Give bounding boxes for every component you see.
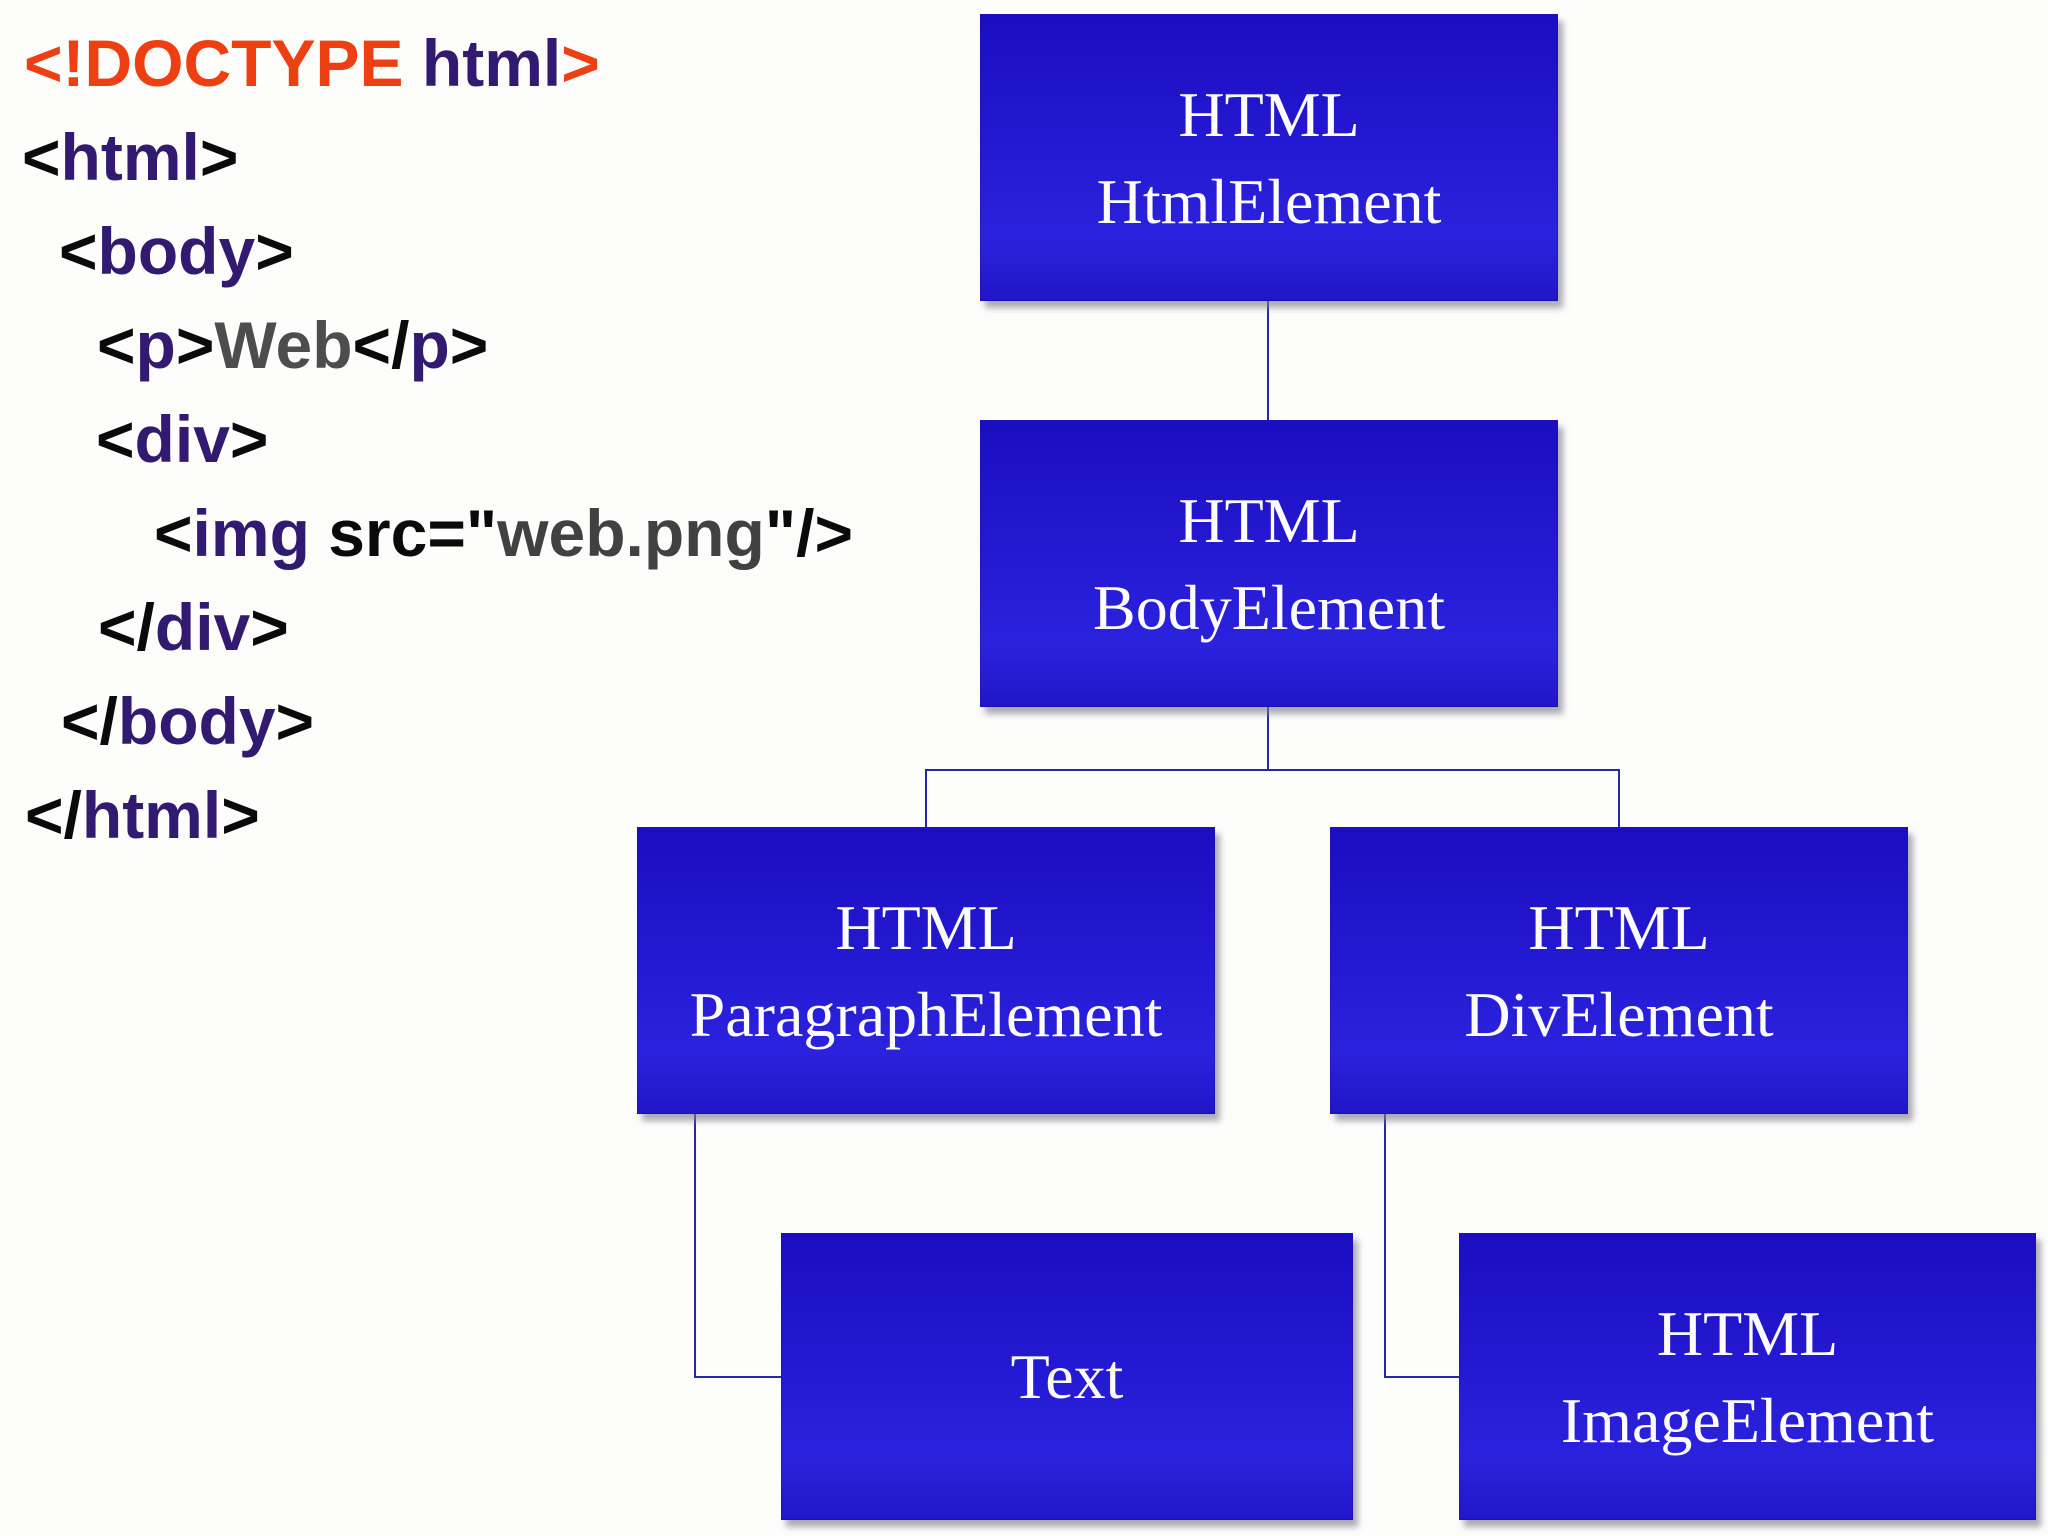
code-segment-tag: html	[81, 778, 222, 852]
code-segment-tag: div	[134, 402, 230, 476]
code-segment-doctype: >	[561, 26, 600, 100]
code-segment-bracket: >	[255, 214, 294, 288]
node-label-line1: HTML	[1528, 891, 1710, 963]
code-segment-bracket: </	[25, 778, 82, 852]
code-line: <p>Web</p>	[22, 298, 853, 392]
node-label-line2: ImageElement	[1560, 1384, 1935, 1456]
node-text: Text	[781, 1233, 1353, 1520]
code-snippet: <!DOCTYPE html><html><body><p>Web</p><di…	[22, 16, 853, 862]
connector-body-down	[1267, 707, 1269, 770]
code-segment-bracket: </	[61, 684, 118, 758]
node-paragraph-element: HTML ParagraphElement	[637, 827, 1215, 1114]
code-segment-bracket: src="	[309, 496, 498, 570]
code-line: </body>	[22, 674, 853, 768]
code-segment-bracket: >	[449, 308, 489, 382]
node-image-element: HTML ImageElement	[1459, 1233, 2036, 1520]
code-segment-tag: div	[154, 590, 251, 664]
code-line: <body>	[22, 204, 853, 298]
code-line: <!DOCTYPE html>	[22, 16, 853, 110]
node-label-line2: DivElement	[1464, 978, 1774, 1050]
code-segment-bracket: >	[199, 120, 239, 194]
node-label-line2: BodyElement	[1093, 571, 1445, 643]
code-segment-bracket: >	[175, 308, 215, 382]
connector-branch-horizontal	[925, 769, 1620, 771]
code-segment-attr_value: web.png	[497, 496, 765, 570]
code-segment-tag: html	[421, 26, 562, 100]
node-label-line1: Text	[1010, 1341, 1124, 1412]
code-line: <html>	[22, 110, 853, 204]
code-line: </div>	[22, 580, 853, 674]
connector-div-to-image	[1384, 1376, 1459, 1378]
node-label-line1: HTML	[835, 891, 1017, 963]
code-segment-bracket: <	[22, 120, 61, 194]
connector-paragraph-down	[694, 1114, 696, 1378]
code-segment-bracket: >	[275, 684, 315, 758]
code-line: <img src="web.png"/>	[22, 486, 853, 580]
code-segment-bracket: </	[352, 308, 410, 382]
code-segment-bracket: <	[96, 402, 135, 476]
code-segment-bracket: <	[154, 496, 193, 570]
node-div-element: HTML DivElement	[1330, 827, 1908, 1114]
code-segment-tag: body	[97, 214, 256, 288]
node-html-element: HTML HtmlElement	[980, 14, 1558, 301]
code-segment-bracket: >	[229, 402, 269, 476]
code-segment-bracket: "/>	[764, 496, 853, 570]
node-label-line1: HTML	[1656, 1297, 1839, 1369]
node-label-line1: HTML	[1178, 484, 1360, 556]
node-label-line1: HTML	[1178, 78, 1360, 150]
node-label-line2: HtmlElement	[1096, 165, 1442, 237]
connector-div-down	[1384, 1114, 1386, 1378]
connector-html-to-body	[1267, 301, 1269, 420]
code-segment-bracket: <	[97, 308, 136, 382]
node-body-element: HTML BodyElement	[980, 420, 1558, 707]
code-segment-bracket: >	[250, 590, 289, 664]
connector-paragraph-to-text	[694, 1376, 781, 1378]
connector-branch-to-div	[1618, 769, 1620, 827]
code-segment-bracket: <	[59, 214, 98, 288]
code-segment-doctype: <!DOCTYPE	[24, 26, 422, 100]
code-segment-tag: p	[409, 308, 450, 382]
code-segment-tag: body	[117, 684, 276, 758]
code-segment-text: Web	[214, 308, 353, 382]
node-label-line2: ParagraphElement	[689, 978, 1163, 1050]
code-line: <div>	[22, 392, 853, 486]
code-segment-tag: html	[60, 120, 200, 194]
code-line: </html>	[22, 768, 853, 862]
connector-branch-to-paragraph	[925, 769, 927, 827]
code-segment-tag: p	[135, 308, 176, 382]
code-segment-bracket: </	[98, 590, 155, 664]
code-segment-bracket: >	[221, 778, 260, 852]
code-segment-tag: img	[192, 496, 310, 570]
